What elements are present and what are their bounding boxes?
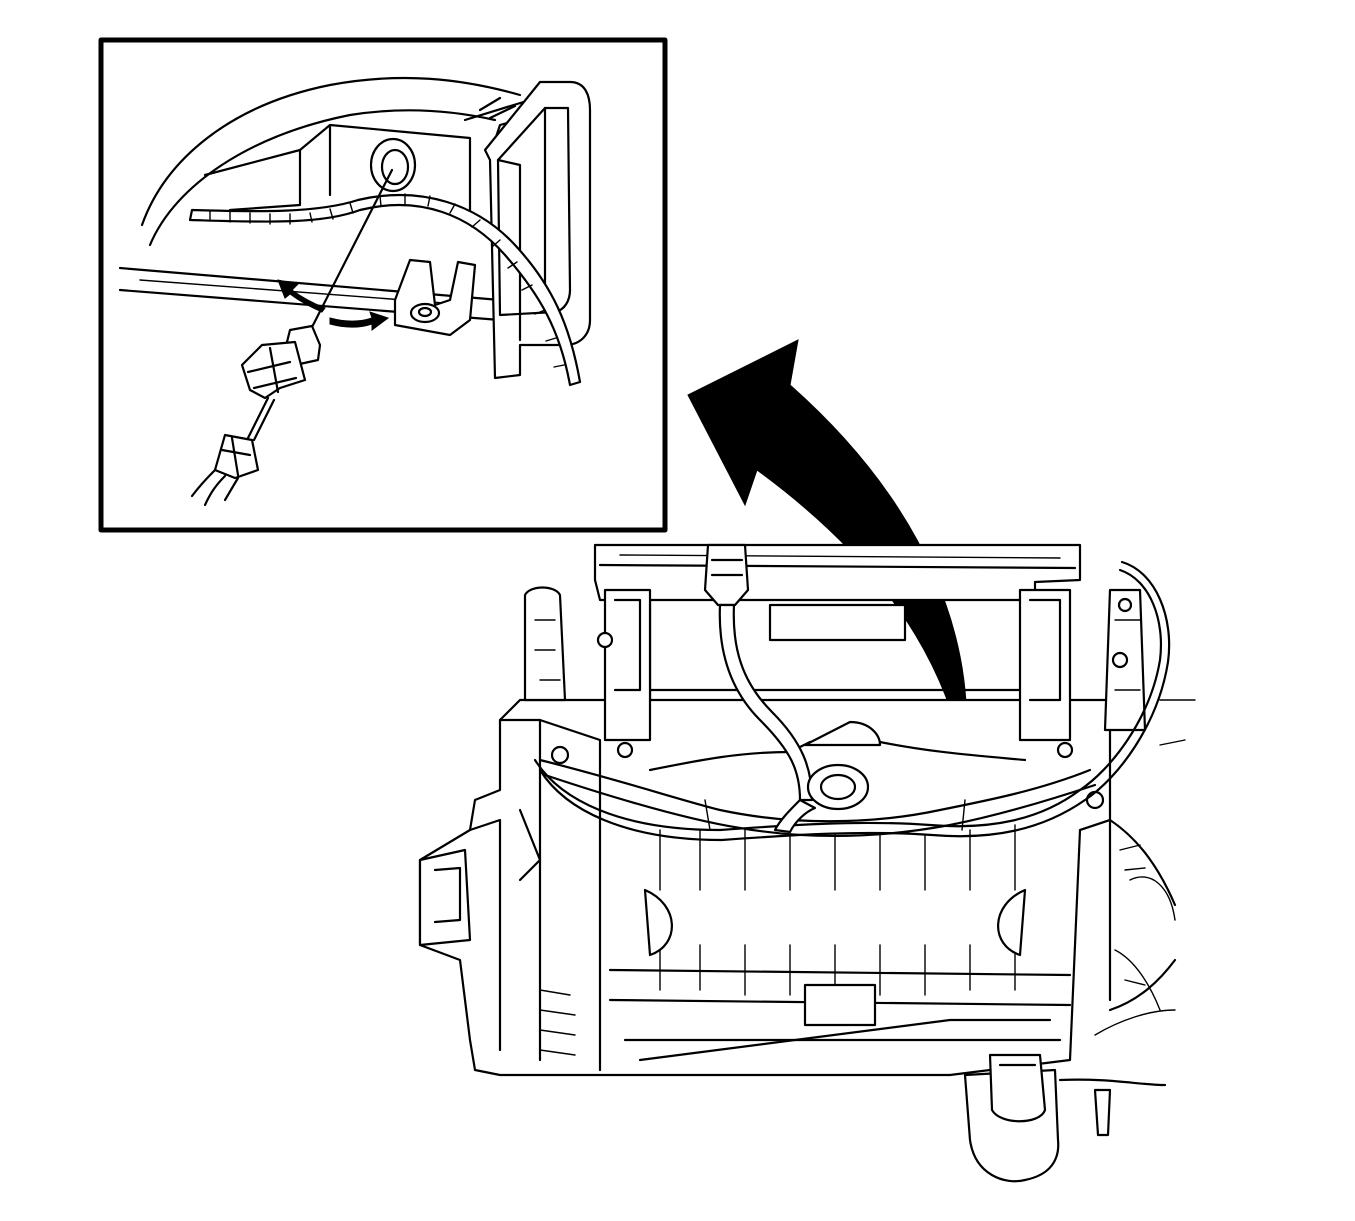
module-connector (703, 543, 870, 834)
right-actuator (1018, 588, 1147, 810)
blower-motor (963, 1053, 1167, 1183)
wire-harness-loom (188, 193, 582, 387)
hvac-module-housing (418, 543, 1196, 1183)
detail-inset (98, 37, 668, 533)
housing-ribs (659, 799, 1016, 996)
left-actuator (523, 586, 652, 765)
module-wire-harness (533, 560, 1171, 842)
mounting-bracket (393, 258, 477, 337)
rotation-arrows (277, 279, 390, 331)
grommet (369, 137, 417, 193)
transition-arrow (687, 339, 969, 781)
